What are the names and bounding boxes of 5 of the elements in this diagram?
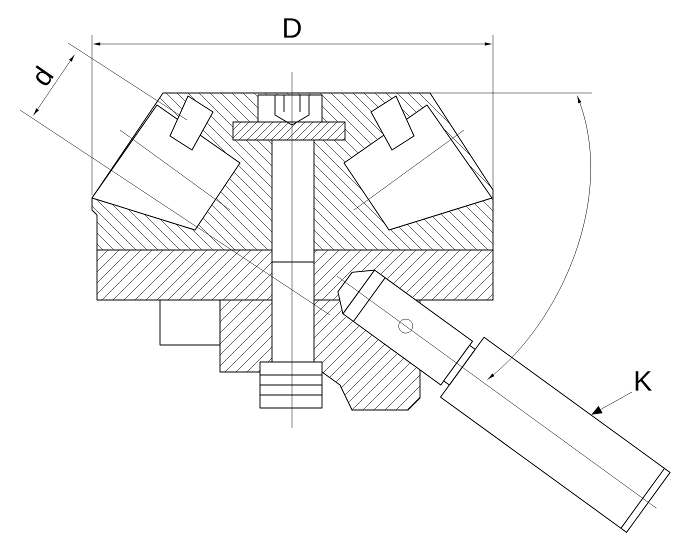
dimension-label: d xyxy=(36,65,54,86)
shank-outline xyxy=(440,336,671,533)
callout-letter: K xyxy=(636,371,652,391)
leader-line xyxy=(592,392,632,415)
dimension-label: D xyxy=(284,18,301,38)
